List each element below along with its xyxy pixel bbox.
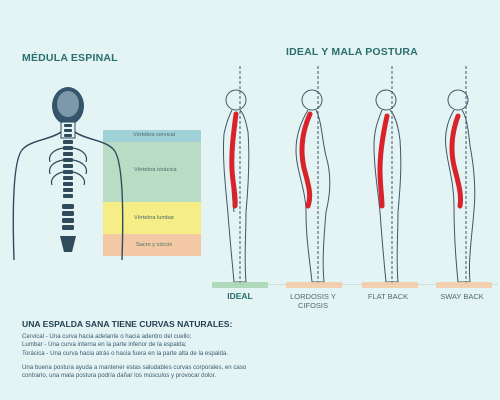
- floor-line: [212, 284, 498, 285]
- curve-line-lumbar: Lumbar - Una curva interna en la parte i…: [22, 341, 187, 349]
- band-cervical: [103, 130, 201, 142]
- curves-description: Cervical - Una curva hacia adelante o ha…: [22, 333, 482, 358]
- posture-summary: Una buena postura ayuda a mantener estas…: [22, 364, 382, 381]
- curve-line-cervical: Cervical - Una curva hacia adelante o ha…: [22, 333, 192, 340]
- figure-swayback: [445, 66, 476, 284]
- ribs: [48, 147, 88, 186]
- band-label-cervical: Vértebra cervical: [133, 132, 175, 138]
- figure-label-ideal: IDEAL: [227, 291, 253, 301]
- floor-pad-flatback: [362, 282, 418, 288]
- spine-ideal: [229, 111, 239, 209]
- band-label-lumbar: Vértebra lumbar: [134, 215, 175, 221]
- curve-line-thoracic: Torácica - Una curva hacia atrás o hacia…: [22, 349, 228, 357]
- figure-label-swayback: SWAY BACK: [440, 292, 484, 301]
- skull-shape: [57, 91, 79, 117]
- figure-lordosis: [295, 66, 331, 284]
- summary-line-2: contrario, una mala postura podría dañar…: [22, 372, 217, 380]
- floor-pad-lordosis: [286, 282, 342, 288]
- floor-pad-ideal: [212, 282, 268, 288]
- spine-vertebrae: [60, 124, 76, 252]
- spinal-cord-title: MÉDULA ESPINAL: [22, 52, 118, 64]
- band-thoracic: [103, 142, 201, 202]
- spine-swayback: [449, 113, 463, 209]
- band-sacrum: [103, 234, 201, 256]
- figure-label-flatback: FLAT BACK: [367, 292, 409, 301]
- spine-flatback: [377, 113, 390, 209]
- summary-line-1: Una buena postura ayuda a mantener estas…: [22, 364, 247, 371]
- band-lumbar: [103, 202, 201, 234]
- floor-pad-swayback: [436, 282, 492, 288]
- body-outline: [12, 131, 124, 261]
- curves-heading: UNA ESPALDA SANA TIENE CURVAS NATURALES:: [22, 319, 233, 329]
- band-label-thoracic: Vértebra torácica: [134, 167, 177, 173]
- posture-title: IDEAL Y MALA POSTURA: [286, 46, 418, 58]
- figure-label-lordosis: LORDOSIS Y CIFOSIS: [290, 292, 336, 310]
- figure-ideal: [222, 66, 250, 284]
- band-label-sacrum: Sacro y cóccix: [136, 242, 173, 248]
- spine-lordosis: [299, 111, 313, 209]
